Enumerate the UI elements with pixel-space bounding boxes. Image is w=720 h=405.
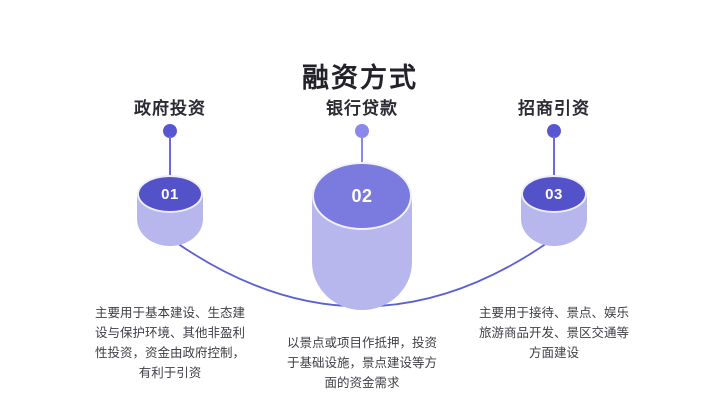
cylinder-top: 03 (521, 175, 587, 213)
step-number: 02 (351, 185, 373, 206)
pin-dot-icon (547, 124, 561, 138)
pin-stem (361, 136, 363, 164)
item-heading: 银行贷款 (326, 99, 398, 118)
item-column-government-investment: 政府投资 01 主要用于基本建设、生态建设与保护环境、其他非盈利性投资，资金由政… (75, 0, 265, 405)
item-description: 主要用于接待、景点、娱乐旅游商品开发、景区交通等方面建设 (478, 306, 629, 360)
cylinder-top: 01 (137, 175, 203, 213)
item-description: 以景点或项目作抵押，投资于基础设施，景点建设等方面的资金需求 (286, 336, 437, 390)
page-title: 融资方式 (302, 63, 418, 94)
pin-dot-icon (355, 124, 369, 138)
item-heading: 政府投资 (134, 99, 206, 118)
step-number: 01 (161, 185, 179, 203)
item-column-investment-attraction: 招商引资 03 主要用于接待、景点、娱乐旅游商品开发、景区交通等方面建设 (459, 0, 649, 405)
pin-stem (553, 136, 555, 178)
item-description: 主要用于基本建设、生态建设与保护环境、其他非盈利性投资，资金由政府控制，有利于引… (94, 306, 245, 380)
step-number: 03 (545, 185, 563, 203)
cylinder-top: 02 (312, 162, 412, 230)
pin-stem (169, 136, 171, 178)
item-column-bank-loan: 银行贷款 02 以景点或项目作抵押，投资于基础设施，景点建设等方面的资金需求 (267, 0, 457, 405)
pin-dot-icon (163, 124, 177, 138)
item-heading: 招商引资 (518, 99, 590, 118)
